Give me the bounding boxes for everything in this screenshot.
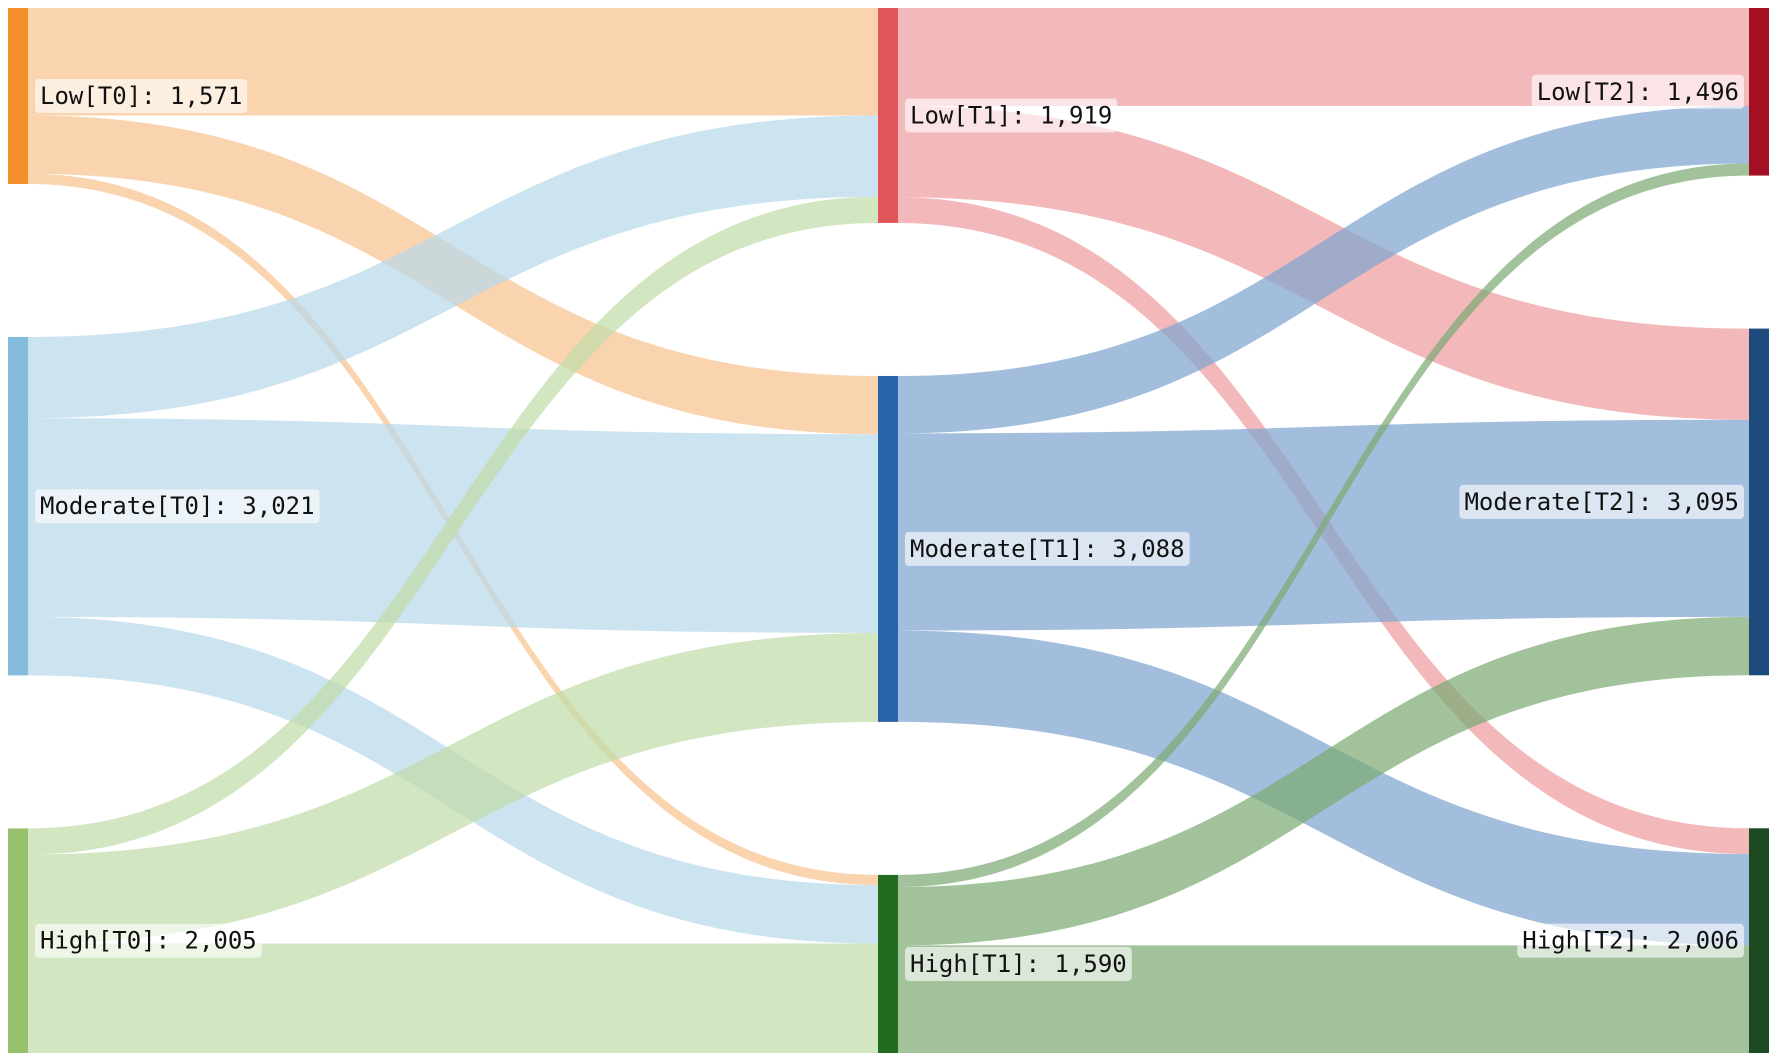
node-label-background: [905, 946, 1132, 981]
node-label-background: [35, 489, 320, 524]
node-bar-moderate-t0: [8, 336, 28, 676]
nodes-layer: [8, 8, 1769, 1053]
node-bar-high-t1: [878, 874, 898, 1053]
flow-link-high-t0-to-moderate-t1: [28, 632, 878, 944]
node-label-high-t2: High[T2]: 2,006: [1517, 923, 1744, 958]
node-label-background: [905, 531, 1190, 566]
node-bar-moderate-t2: [1749, 328, 1769, 676]
node-label-high-t0: High[T0]: 2,005: [35, 923, 262, 958]
node-bar-moderate-t1: [878, 375, 898, 722]
node-label-text: High[T0]: 2,005: [40, 927, 257, 955]
flow-link-high-t1-to-low-t2: [898, 163, 1749, 887]
node-bar-high-t0: [8, 828, 28, 1053]
node-label-text: Low[T1]: 1,919: [910, 101, 1112, 129]
node-label-moderate-t1: Moderate[T1]: 3,088: [905, 531, 1190, 566]
node-label-moderate-t2: Moderate[T2]: 3,095: [1459, 484, 1744, 519]
flow-link-high-t0-to-low-t1: [28, 196, 878, 855]
node-label-low-t1: Low[T1]: 1,919: [905, 98, 1118, 133]
node-label-low-t0: Low[T0]: 1,571: [35, 78, 248, 113]
node-label-background: [1517, 923, 1744, 958]
flow-link-moderate-t0-to-low-t1: [28, 115, 878, 419]
node-label-text: Moderate[T0]: 3,021: [40, 492, 315, 520]
node-label-background: [35, 923, 262, 958]
node-label-text: Moderate[T1]: 3,088: [910, 535, 1185, 563]
node-label-moderate-t0: Moderate[T0]: 3,021: [35, 489, 320, 524]
flow-link-high-t1-to-moderate-t2: [898, 616, 1749, 946]
node-label-low-t2: Low[T2]: 1,496: [1531, 74, 1744, 109]
flow-link-moderate-t1-to-low-t2: [898, 106, 1749, 434]
node-bar-low-t1: [878, 8, 898, 223]
flow-link-high-t0-to-high-t1: [28, 943, 878, 1053]
node-label-text: High[T2]: 2,006: [1522, 927, 1739, 955]
node-label-background: [1459, 484, 1744, 519]
node-bar-low-t0: [8, 8, 28, 184]
node-label-text: Low[T2]: 1,496: [1537, 78, 1739, 106]
node-label-background: [35, 78, 248, 113]
node-label-text: Low[T0]: 1,571: [40, 82, 242, 110]
node-label-background: [905, 98, 1118, 133]
node-label-text: High[T1]: 1,590: [910, 950, 1127, 978]
node-label-text: Moderate[T2]: 3,095: [1464, 488, 1739, 516]
node-label-high-t1: High[T1]: 1,590: [905, 946, 1132, 981]
node-bar-high-t2: [1749, 828, 1769, 1053]
node-bar-low-t2: [1749, 8, 1769, 176]
node-label-background: [1531, 74, 1744, 109]
